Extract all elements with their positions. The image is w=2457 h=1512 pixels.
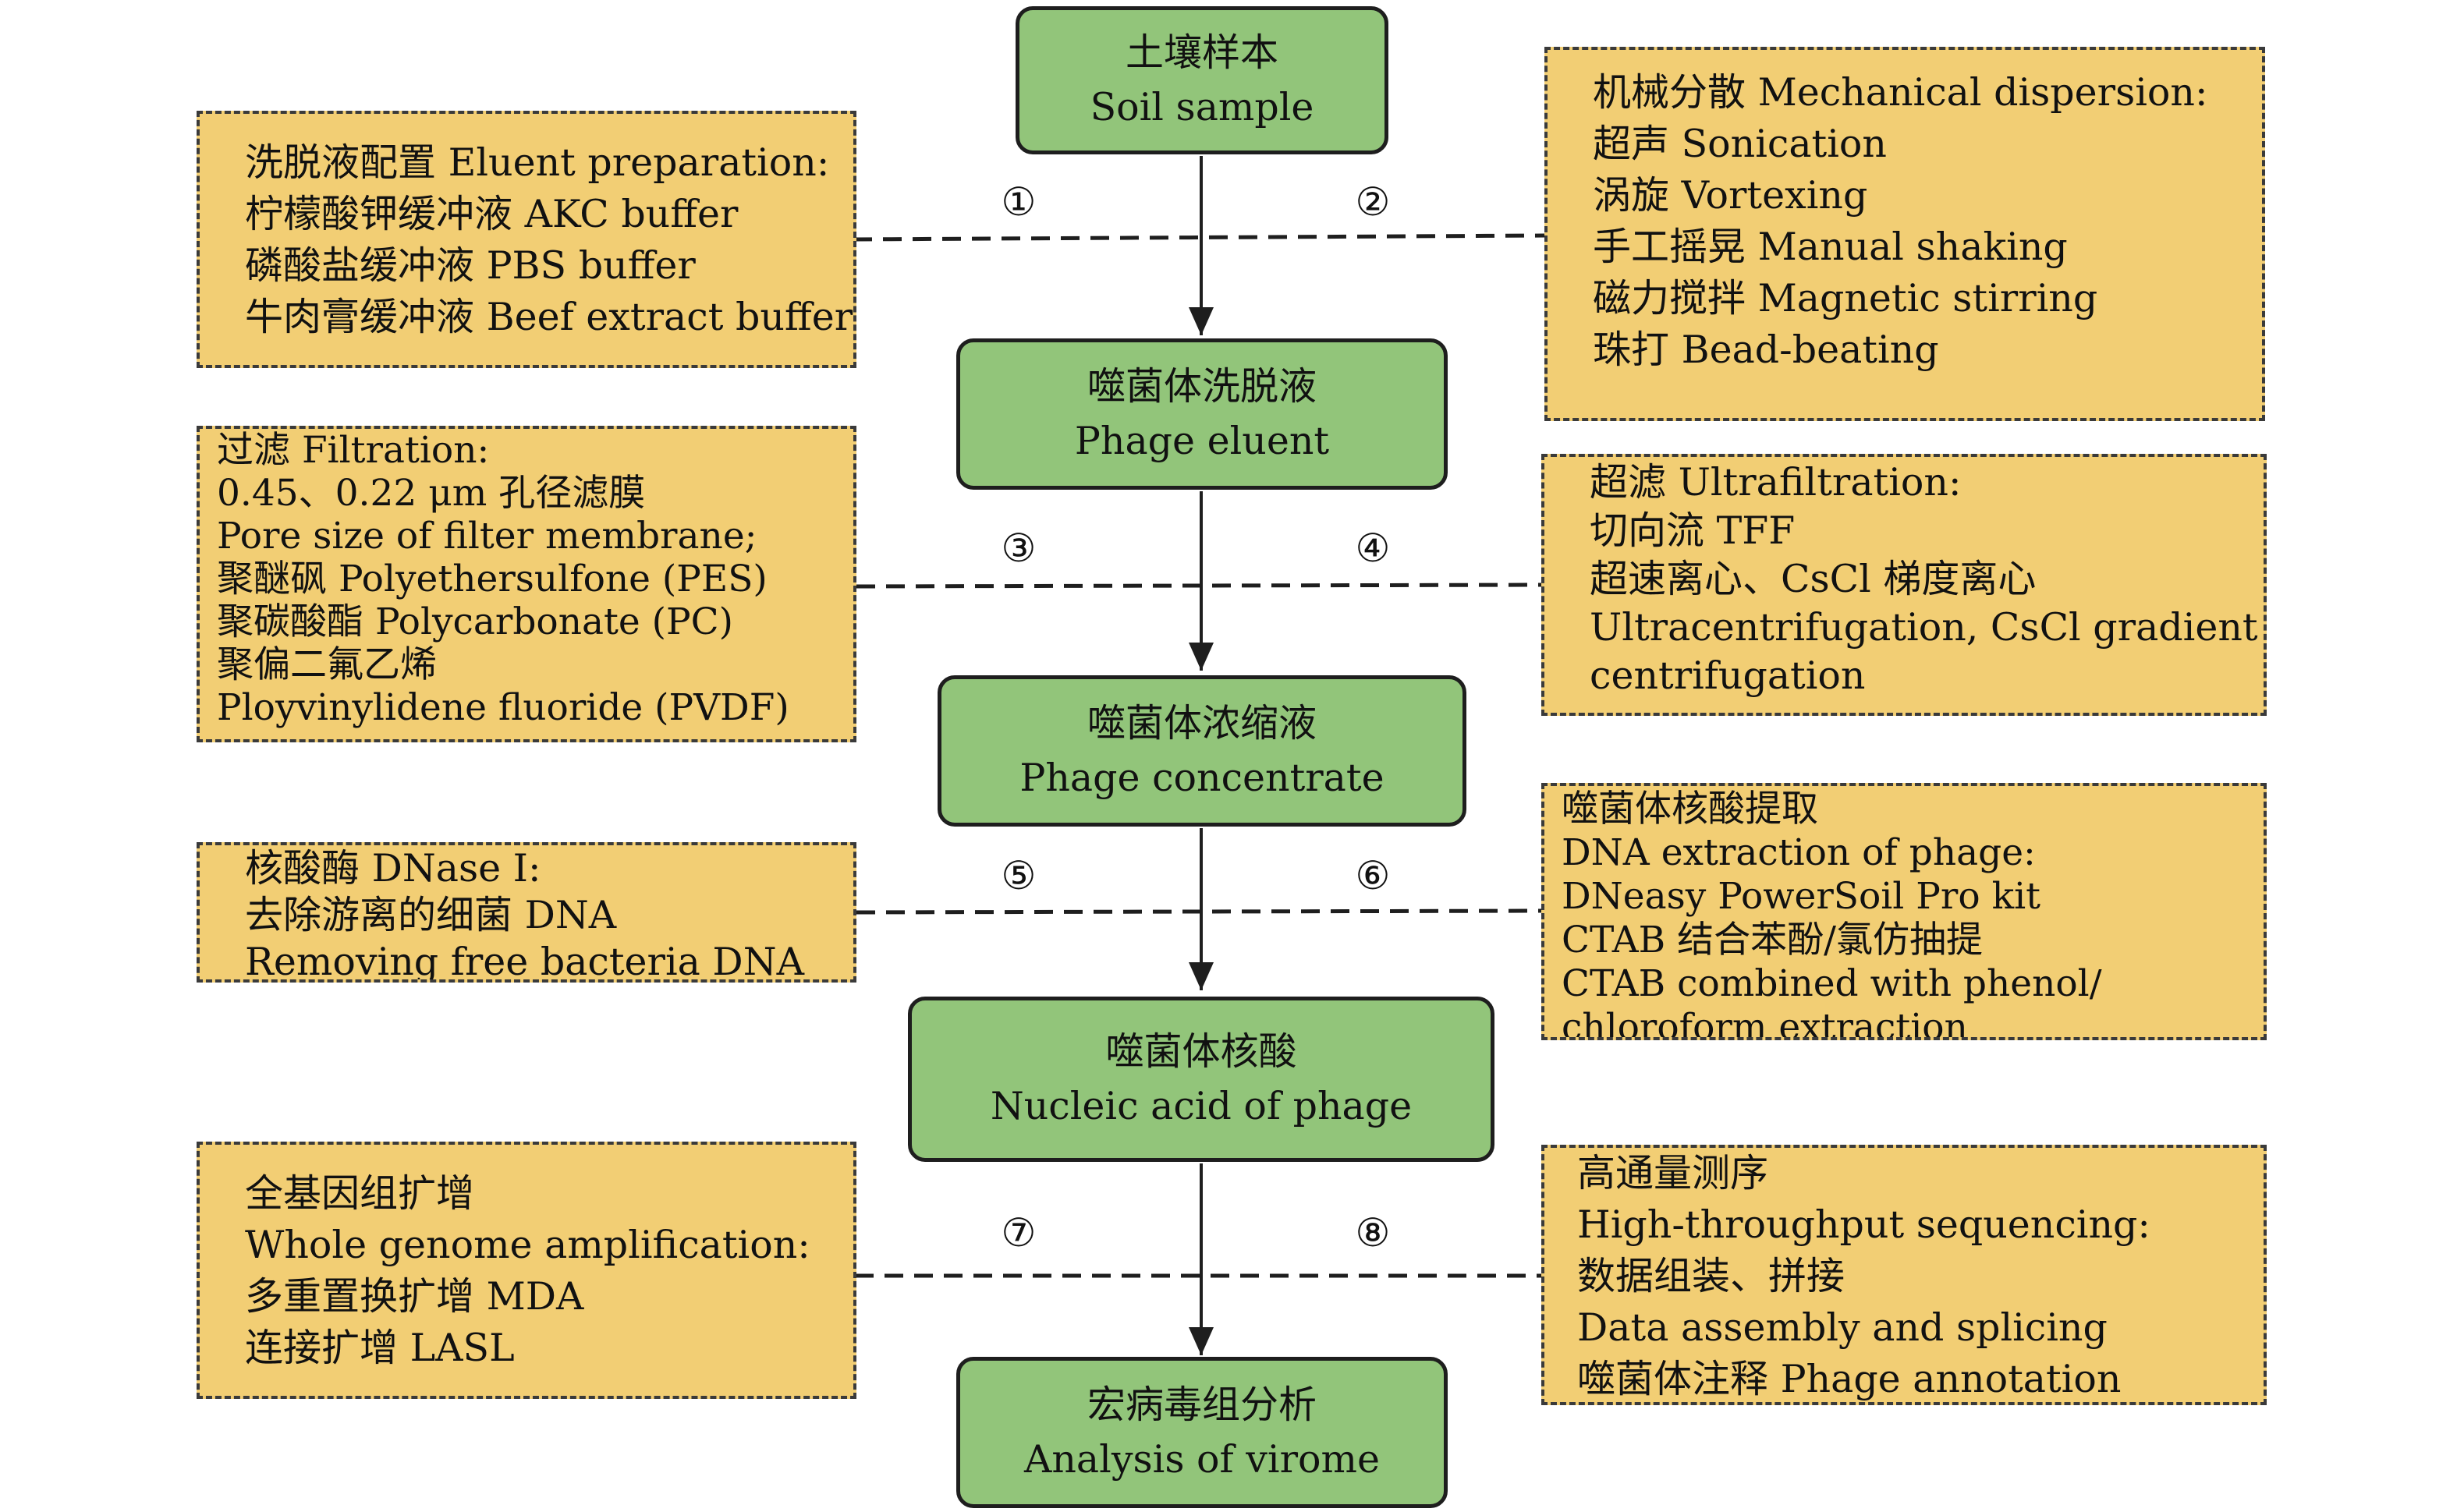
dashed-leader-3: [856, 908, 1542, 915]
step-phage-concentrate-en: Phage concentrate: [1019, 756, 1384, 800]
note-filtration-line-4: 聚醚砜 Polyethersulfone (PES): [217, 558, 768, 600]
step-nucleic-acid-en: Nucleic acid of phage: [990, 1084, 1413, 1128]
note-filtration-line-1: 过滤 Filtration:: [217, 429, 490, 472]
note-eluent-line-1: 洗脱液配置 Eluent preparation:: [245, 140, 830, 185]
note-filtration-line-6: 聚偏二氟乙烯: [217, 643, 437, 686]
note-amplification-line-1: 全基因组扩增: [245, 1171, 475, 1216]
note-sequencing-line-3: 数据组装、拼接: [1577, 1254, 1845, 1298]
marker-2: ②: [1355, 179, 1391, 225]
dashed-leader-1: [853, 233, 1545, 242]
note-ultrafiltration-line-1: 超滤 Ultrafiltration:: [1590, 460, 1962, 505]
note-eluent-line-3: 磷酸盐缓冲液 PBS buffer: [245, 243, 696, 288]
note-extraction-line-2: DNA extraction of phage:: [1562, 831, 2036, 874]
step-nucleic-acid: 噬菌体核酸 Nucleic acid of phage: [908, 997, 1494, 1162]
marker-1: ①: [1001, 179, 1037, 225]
step-phage-concentrate-cn: 噬菌体浓缩液: [1087, 701, 1317, 745]
note-amplification: 全基因组扩增 Whole genome amplification: 多重置换扩…: [197, 1142, 856, 1399]
note-sequencing-line-4: Data assembly and splicing: [1577, 1305, 2108, 1350]
note-amplification-line-2: Whole genome amplification:: [245, 1223, 810, 1267]
note-dispersion-line-3: 涡旋 Vortexing: [1593, 173, 1868, 218]
step-phage-eluent: 噬菌体洗脱液 Phage eluent: [956, 338, 1448, 490]
note-filtration-line-2: 0.45、0.22 μm 孔径滤膜: [217, 472, 646, 515]
note-dispersion-line-4: 手工摇晃 Manual shaking: [1593, 225, 2068, 269]
note-eluent-preparation: 洗脱液配置 Eluent preparation: 柠檬酸钾缓冲液 AKC bu…: [197, 111, 856, 368]
marker-7: ⑦: [1001, 1210, 1037, 1255]
note-extraction-line-5: CTAB combined with phenol/: [1562, 962, 2102, 1005]
note-dispersion-line-5: 磁力搅拌 Magnetic stirring: [1593, 276, 2098, 320]
note-mechanical-dispersion: 机械分散 Mechanical dispersion: 超声 Sonicatio…: [1544, 47, 2265, 421]
marker-8: ⑧: [1355, 1210, 1391, 1255]
marker-4: ④: [1355, 526, 1391, 571]
dashed-leader-2: [856, 582, 1542, 589]
note-dnase-line-1: 核酸酶 DNase I:: [245, 846, 541, 891]
note-dnase-line-2: 去除游离的细菌 DNA: [245, 893, 617, 937]
note-filtration-line-7: Ployvinylidene fluoride (PVDF): [217, 686, 789, 729]
marker-3: ③: [1001, 526, 1037, 571]
note-dnase: 核酸酶 DNase I: 去除游离的细菌 DNA Removing free b…: [197, 842, 856, 983]
note-extraction-line-1: 噬菌体核酸提取: [1562, 788, 1818, 830]
note-extraction-line-3: DNeasy PowerSoil Pro kit: [1562, 875, 2041, 918]
note-extraction-line-4: CTAB 结合苯酚/氯仿抽提: [1562, 919, 1983, 961]
note-ultrafiltration-line-3: 超速离心、CsCl 梯度离心: [1590, 557, 2037, 601]
note-sequencing-line-5: 噬菌体注释 Phage annotation: [1577, 1357, 2122, 1401]
note-amplification-line-4: 连接扩增 LASL: [245, 1326, 515, 1370]
marker-6: ⑥: [1355, 853, 1391, 898]
note-ultrafiltration-line-2: 切向流 TFF: [1590, 508, 1796, 553]
step-soil-sample: 土壤样本 Soil sample: [1016, 6, 1388, 154]
note-eluent-line-2: 柠檬酸钾缓冲液 AKC buffer: [245, 192, 739, 236]
step-virome-analysis-en: Analysis of virome: [1023, 1437, 1380, 1482]
note-ultrafiltration-line-5: centrifugation: [1590, 653, 1866, 698]
note-amplification-line-3: 多重置换扩增 MDA: [245, 1274, 584, 1319]
note-extraction-line-6: chloroform extraction: [1562, 1006, 1968, 1040]
step-phage-eluent-cn: 噬菌体洗脱液: [1087, 364, 1317, 409]
note-filtration-line-5: 聚碳酸酯 Polycarbonate (PC): [217, 600, 733, 643]
note-dispersion-line-1: 机械分散 Mechanical dispersion:: [1593, 70, 2208, 115]
step-phage-concentrate: 噬菌体浓缩液 Phage concentrate: [938, 675, 1466, 827]
note-ultrafiltration: 超滤 Ultrafiltration: 切向流 TFF 超速离心、CsCl 梯度…: [1541, 454, 2267, 716]
note-dispersion-line-6: 珠打 Bead-beating: [1593, 328, 1939, 372]
note-eluent-line-4: 牛肉膏缓冲液 Beef extract buffer: [245, 295, 853, 339]
note-sequencing-line-2: High-throughput sequencing:: [1577, 1202, 2150, 1247]
note-dispersion-line-2: 超声 Sonication: [1593, 122, 1887, 166]
note-ultrafiltration-line-4: Ultracentrifugation, CsCl gradient: [1590, 605, 2258, 650]
marker-5: ⑤: [1001, 853, 1037, 898]
note-filtration: 过滤 Filtration: 0.45、0.22 μm 孔径滤膜 Pore si…: [197, 426, 856, 742]
note-filtration-line-3: Pore size of filter membrane;: [217, 515, 757, 558]
note-dnase-line-3: Removing free bacteria DNA: [245, 940, 804, 983]
step-soil-sample-en: Soil sample: [1090, 85, 1314, 129]
step-nucleic-acid-cn: 噬菌体核酸: [1105, 1029, 1297, 1074]
step-virome-analysis-cn: 宏病毒组分析: [1087, 1383, 1317, 1427]
note-sequencing-line-1: 高通量测序: [1577, 1151, 1769, 1195]
step-phage-eluent-en: Phage eluent: [1074, 419, 1330, 463]
step-soil-sample-cn: 土壤样本: [1125, 30, 1278, 75]
note-sequencing: 高通量测序 High-throughput sequencing: 数据组装、拼…: [1541, 1145, 2267, 1405]
note-dna-extraction: 噬菌体核酸提取 DNA extraction of phage: DNeasy …: [1541, 783, 2267, 1040]
step-virome-analysis: 宏病毒组分析 Analysis of virome: [956, 1357, 1448, 1508]
